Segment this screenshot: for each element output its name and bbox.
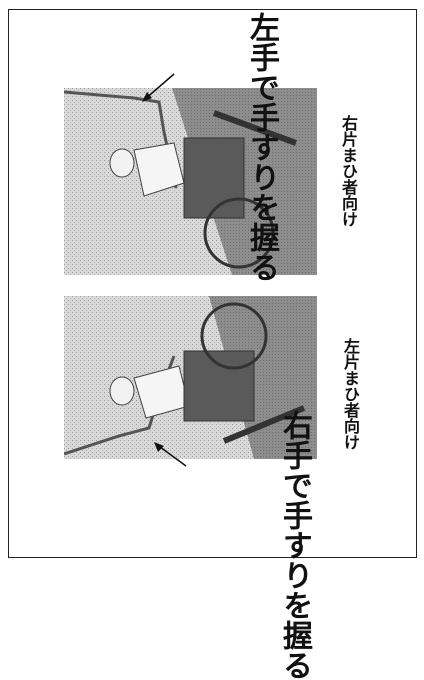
person-head (109, 148, 135, 178)
bottom-callout-arrow (154, 442, 187, 467)
top-caption: 右片まひ者向け (339, 115, 358, 227)
bottom-callout-line-3: 握る (277, 620, 312, 680)
bottom-callout: 右手で手すりを握る (205, 410, 312, 680)
top-callout-arrow (142, 73, 175, 102)
bottom-callout-line-2: 手すりを (277, 500, 312, 620)
top-callout-line-2: 手すりを (244, 102, 279, 222)
wheelchair-wheel (203, 197, 275, 269)
top-callout-line-1: 左手で (244, 12, 279, 102)
bottom-photo (64, 296, 317, 459)
bottom-caption: 左片まひ者向け (341, 338, 360, 450)
floor-area-bottom (209, 296, 317, 459)
top-callout: 左手で手すりを握る (172, 12, 279, 282)
top-photo (64, 88, 317, 275)
top-callout-line-3: 握る (244, 222, 279, 282)
wheelchair-wheel-bottom (200, 302, 268, 370)
wheelchair-footrest (212, 110, 298, 146)
wheelchair-seat (183, 137, 245, 219)
person-head-bottom (109, 376, 135, 406)
wheelchair-footrest-bottom (222, 405, 306, 444)
bottom-callout-line-1: 右手で (277, 410, 312, 500)
